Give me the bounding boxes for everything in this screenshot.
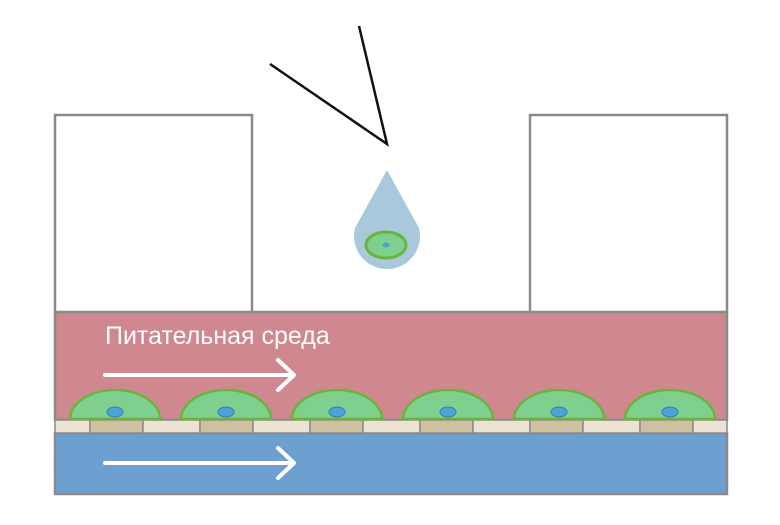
porous-membrane (54, 419, 728, 434)
membrane-cell (623, 388, 717, 421)
membrane-segment (89, 419, 144, 434)
cell-nucleus (328, 406, 346, 418)
membrane-cell (68, 388, 162, 421)
membrane-segment (472, 419, 531, 434)
upper-flow-arrow (103, 358, 296, 392)
membrane-segment (639, 419, 694, 434)
dispensing-needle (269, 25, 389, 147)
membrane-segment (692, 419, 728, 434)
cell-nucleus (106, 406, 124, 418)
membrane-cell (290, 388, 384, 421)
membrane-segment (529, 419, 584, 434)
membrane-segment (142, 419, 201, 434)
cell-nucleus (661, 406, 679, 418)
left-reservoir (53, 113, 254, 315)
right-reservoir (528, 113, 729, 315)
membrane-segment (54, 419, 91, 434)
membrane-segment (419, 419, 474, 434)
membrane-segment (199, 419, 254, 434)
droplet-cell-nucleus (382, 242, 390, 248)
membrane-cell (179, 388, 273, 421)
membrane-cell (401, 388, 495, 421)
membrane-segment (582, 419, 641, 434)
medium-channel (53, 310, 729, 422)
cell-nucleus (217, 406, 235, 418)
membrane-segment (362, 419, 421, 434)
membrane-segment (309, 419, 364, 434)
cell-layer (68, 388, 717, 421)
medium-label: Питательная среда (105, 322, 330, 350)
membrane-segment (252, 419, 311, 434)
cell-nucleus (439, 406, 457, 418)
cell-nucleus (550, 406, 568, 418)
lower-flow-arrow (103, 446, 296, 480)
membrane-cell (512, 388, 606, 421)
